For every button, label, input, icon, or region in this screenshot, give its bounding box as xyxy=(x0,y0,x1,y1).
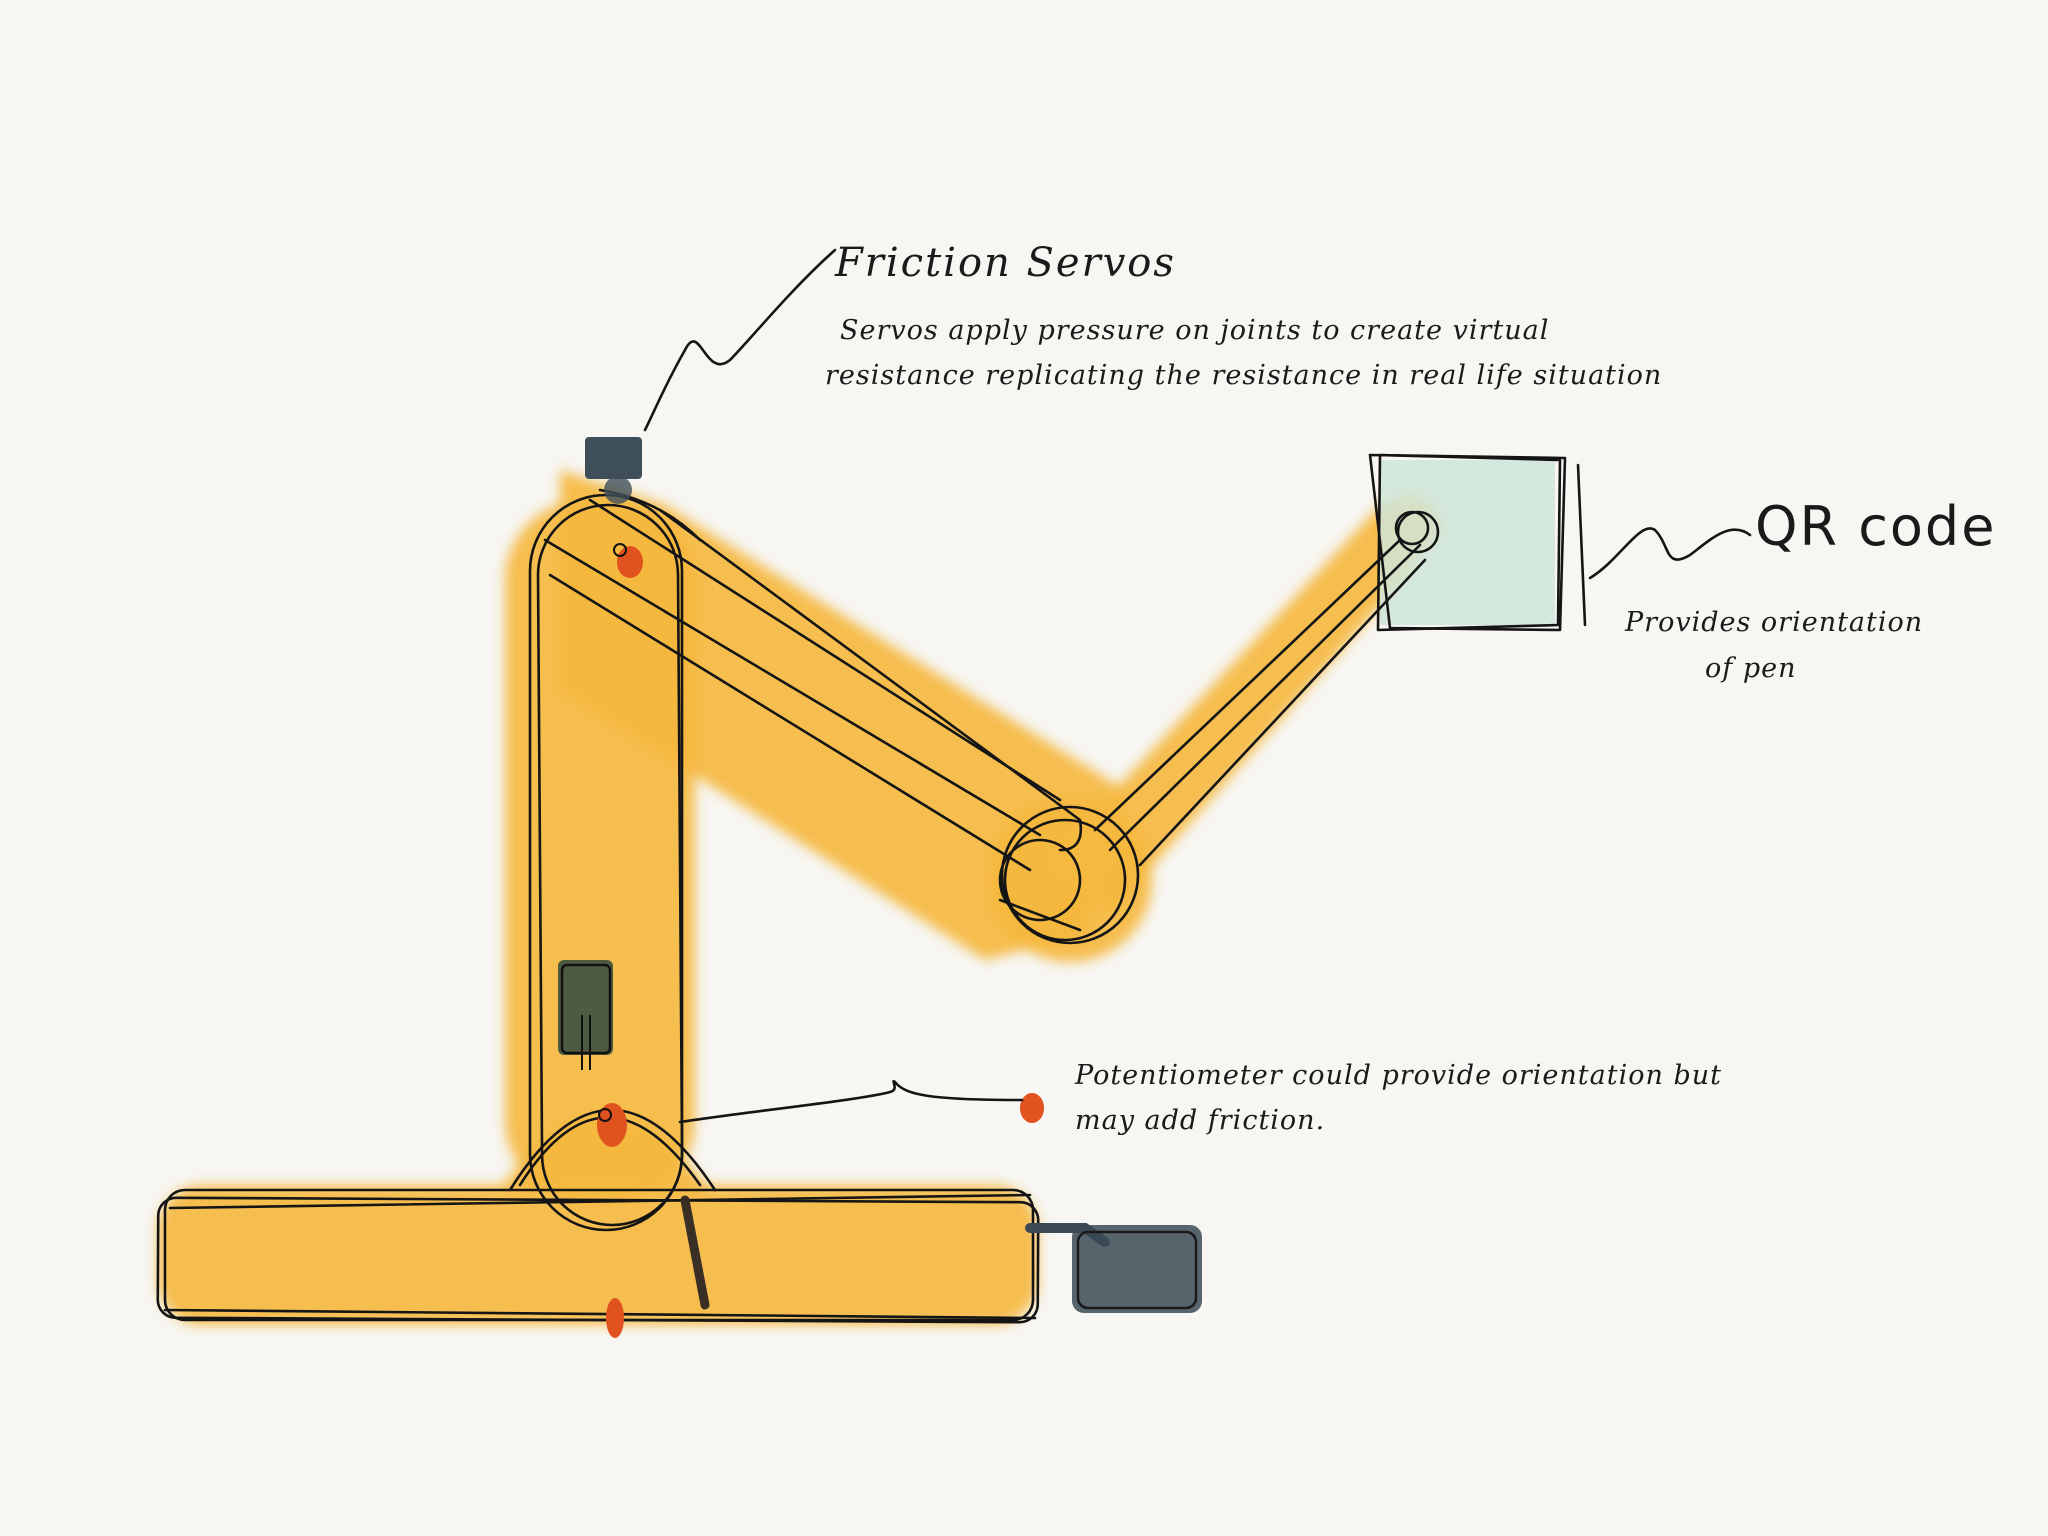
friction-servos-leader xyxy=(645,250,835,430)
potentiometer-leader xyxy=(680,1081,1022,1122)
arm-body xyxy=(158,470,1440,1325)
potentiometer-housing xyxy=(558,960,613,1055)
elbow-joint xyxy=(988,798,1152,962)
friction-servos-title: Friction Servos xyxy=(835,240,1176,286)
qr-code-line-2: of pen xyxy=(1705,648,1796,690)
friction-servos-line-2: resistance replicating the resistance in… xyxy=(825,355,1662,397)
potentiometer-line-1: Potentiometer could provide orientation … xyxy=(1075,1055,1722,1097)
potentiometer-dot-base xyxy=(606,1298,624,1338)
base-servo xyxy=(1072,1225,1202,1313)
friction-servo xyxy=(585,437,642,479)
friction-servos-line-1: Servos apply pressure on joints to creat… xyxy=(840,310,1549,352)
servo-shaft xyxy=(604,476,632,504)
potentiometer-dot-shoulder xyxy=(617,546,643,578)
qr-code-title: QR code xyxy=(1755,495,1996,558)
qr-code-leader xyxy=(1590,528,1750,578)
potentiometer-dot-legend xyxy=(1020,1093,1044,1123)
qr-code-line-1: Provides orientation xyxy=(1625,602,1923,644)
potentiometer-line-2: may add friction. xyxy=(1075,1100,1325,1142)
